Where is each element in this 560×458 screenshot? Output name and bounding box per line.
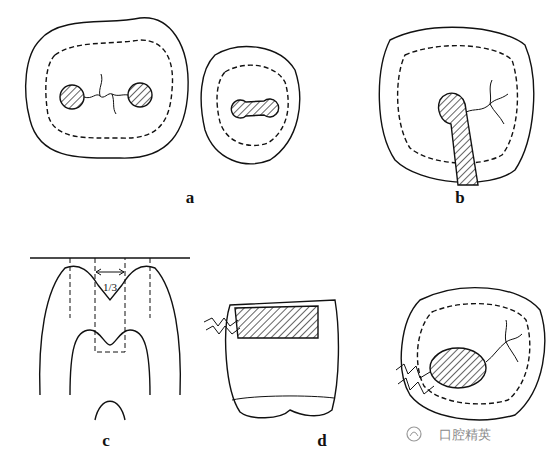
cavity-hatch xyxy=(430,348,486,388)
cavity-hatch xyxy=(439,93,478,185)
figure-letter: b xyxy=(455,189,464,206)
figure-letter: c xyxy=(102,432,110,449)
dimension-label: 1/3 xyxy=(103,282,117,293)
fissure xyxy=(486,320,522,362)
occlusal-plane xyxy=(30,257,190,258)
watermark-icon xyxy=(410,432,418,436)
dashed-outline xyxy=(417,304,529,404)
cavity-hatch xyxy=(60,85,84,109)
cavity-hatch xyxy=(235,306,318,338)
crack-mark xyxy=(204,318,240,334)
root-outline xyxy=(95,401,125,420)
tooth-outline xyxy=(26,18,188,158)
tooth-outline xyxy=(201,47,300,164)
watermark: 口腔精英 xyxy=(439,428,491,441)
cavity-hatch xyxy=(128,83,152,107)
dashed-outline xyxy=(46,40,173,138)
dashed-outline xyxy=(217,65,288,145)
tooth-outline xyxy=(401,288,544,420)
cavity-hatch xyxy=(231,99,278,118)
dimension-arrow xyxy=(96,269,124,275)
crack-mark xyxy=(396,364,434,394)
figure-letter: a xyxy=(186,189,195,206)
tooth-outline xyxy=(226,300,339,418)
pulp-outline xyxy=(70,330,150,395)
fissure xyxy=(84,74,128,114)
watermark-icon xyxy=(407,427,421,441)
figure-letter: d xyxy=(317,432,326,449)
tooth-section xyxy=(40,266,181,395)
dashed-box xyxy=(70,258,150,352)
fissure xyxy=(466,80,508,124)
gum-line xyxy=(232,396,334,400)
